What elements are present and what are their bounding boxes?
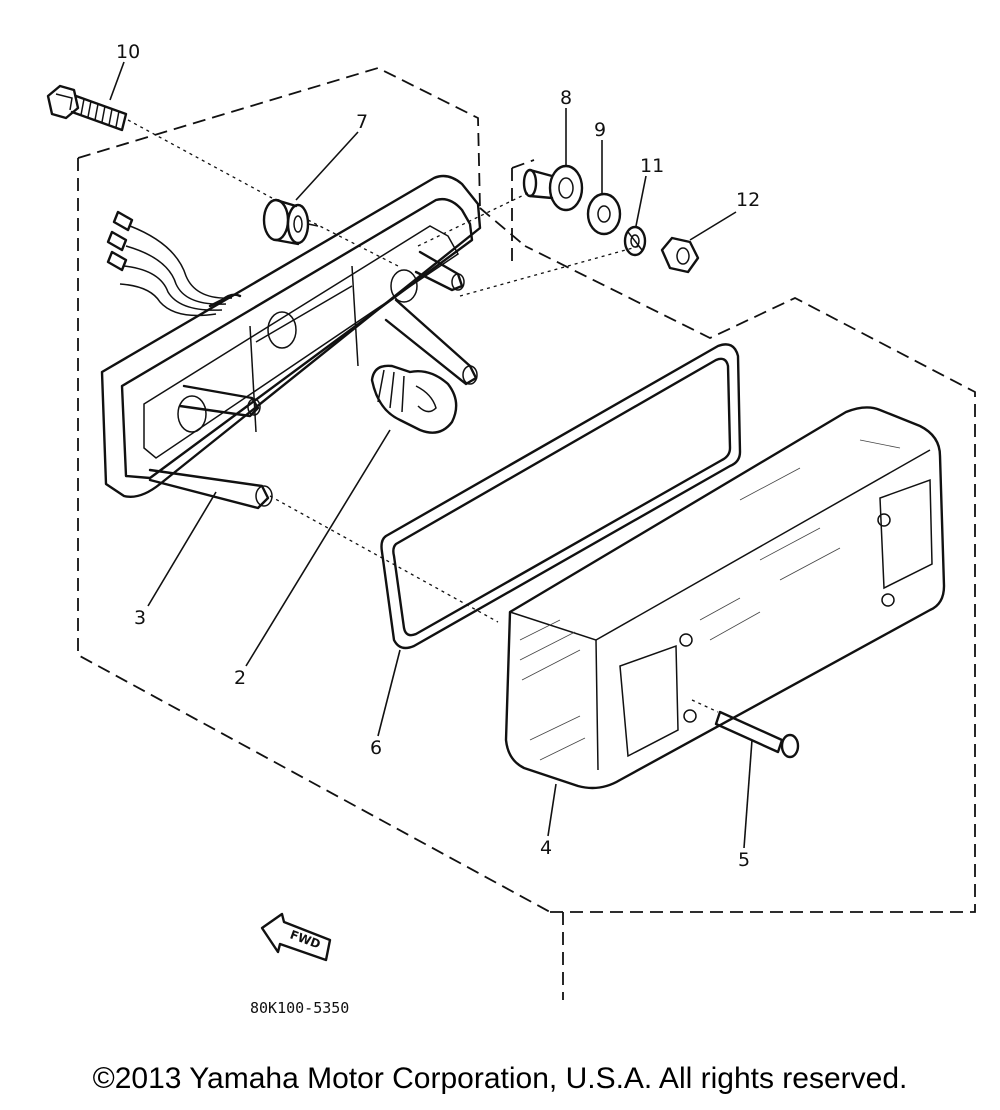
lamp-housing-part-3 — [100, 174, 482, 510]
copyright-notice: ©2013 Yamaha Motor Corporation, U.S.A. A… — [92, 1062, 908, 1095]
callout-10: 10 — [116, 41, 140, 63]
callout-2: 2 — [234, 667, 246, 689]
callout-9: 9 — [594, 119, 606, 141]
callout-12: 12 — [736, 189, 760, 211]
callout-7: 7 — [356, 111, 368, 133]
callout-5: 5 — [738, 849, 750, 871]
assembly-boundary — [77, 67, 976, 1000]
screw-part-5 — [691, 699, 800, 759]
callout-4: 4 — [540, 837, 552, 859]
bolt-part-10 — [46, 84, 128, 132]
lens-part-4 — [504, 406, 946, 790]
callout-3: 3 — [134, 607, 146, 629]
parts-diagram: 10 7 8 9 11 12 3 2 6 4 5 FWD 80K100-5350 — [46, 41, 976, 1017]
callout-6: 6 — [370, 737, 382, 759]
callout-11: 11 — [640, 155, 664, 177]
callout-8: 8 — [560, 87, 572, 109]
forward-arrow-icon: FWD — [260, 912, 332, 962]
leader-lines — [109, 61, 753, 849]
collar-part-8 — [522, 164, 584, 212]
drawing-code: 80K100-5350 — [250, 999, 349, 1017]
assembly-axis-lines — [127, 119, 641, 623]
grommet-part-7 — [262, 198, 319, 246]
nut-part-12 — [660, 236, 700, 274]
lock-washer-part-11 — [623, 225, 647, 257]
washer-part-9 — [586, 192, 622, 236]
callout-labels: 10 7 8 9 11 12 3 2 6 4 5 — [116, 41, 760, 871]
gasket-part-6 — [380, 343, 742, 650]
bulb-part-2 — [370, 364, 458, 434]
